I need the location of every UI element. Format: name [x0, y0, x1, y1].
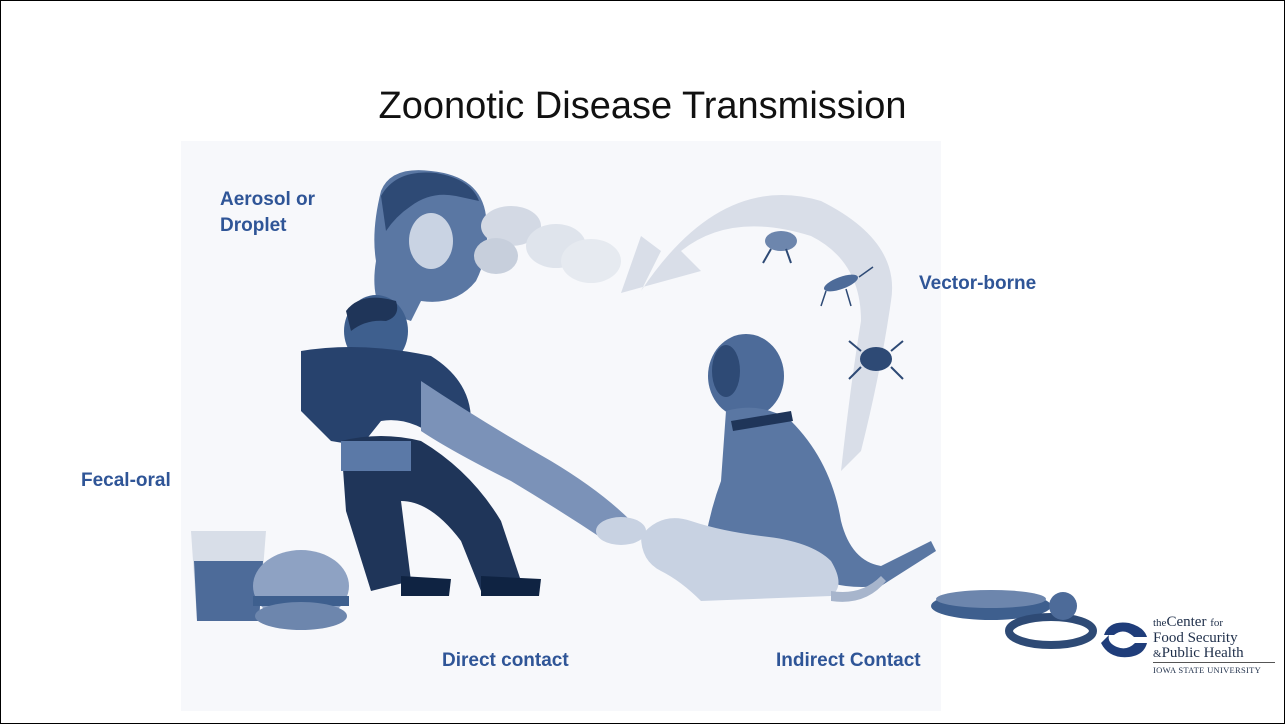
cfsph-logo: theCenter for Food Security &Public Heal… [1099, 615, 1279, 673]
logo-university: IOWA STATE UNIVERSITY [1153, 665, 1261, 675]
label-vector-borne: Vector-borne [919, 271, 1036, 297]
burger-icon [253, 550, 349, 630]
cfsph-logo-text: theCenter for Food Security &Public Heal… [1153, 615, 1244, 662]
label-indirect-contact: Indirect Contact [776, 648, 921, 674]
label-fecal-oral: Fecal-oral [81, 468, 171, 494]
logo-amp: & [1153, 648, 1162, 660]
cfsph-logo-mark-icon [1099, 615, 1149, 663]
logo-food-security: Food Security [1153, 631, 1244, 646]
logo-divider [1153, 662, 1275, 663]
drinking-glass-icon [191, 531, 266, 621]
logo-center: Center [1166, 614, 1206, 630]
logo-for: for [1210, 617, 1223, 629]
label-aerosol-droplet: Aerosol or Droplet [220, 187, 350, 239]
logo-the: the [1153, 617, 1166, 629]
label-direct-contact: Direct contact [442, 648, 569, 674]
logo-public-health: Public Health [1162, 645, 1244, 661]
